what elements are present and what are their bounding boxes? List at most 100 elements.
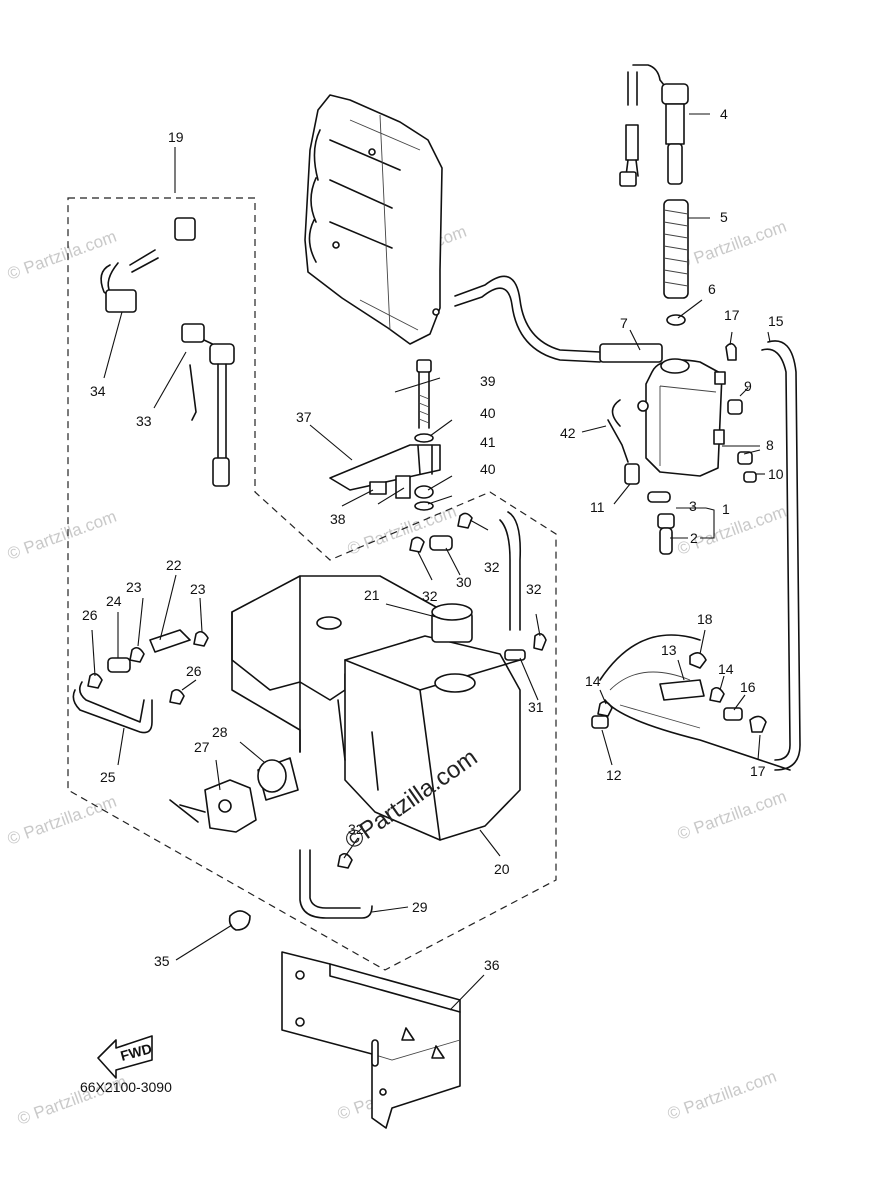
callout-10: 10 (768, 466, 784, 482)
lower-cowling (599, 634, 791, 771)
watermark: © Partzilla.com (675, 217, 789, 274)
watermark: © Partzilla.com (5, 507, 119, 564)
clip-35 (228, 910, 251, 931)
clip-32c (533, 632, 547, 651)
callout-40b: 40 (480, 461, 496, 477)
fitting-12 (591, 715, 609, 729)
callout-32c: 32 (526, 581, 542, 597)
hose-7 (454, 275, 663, 363)
screw-10 (743, 471, 757, 483)
callout-14a: 14 (585, 673, 601, 689)
washer-40a (414, 433, 434, 443)
callout-11: 11 (590, 499, 605, 515)
callout-23b: 23 (190, 581, 206, 597)
callout-15: 15 (768, 313, 784, 329)
watermark: © Partzilla.com (675, 787, 789, 844)
watermark: © Partzilla.com (5, 792, 119, 849)
callout-32d: 32 (348, 821, 364, 837)
callout-26a: 26 (82, 607, 98, 623)
callout-2: 2 (690, 530, 698, 546)
hose-25 (72, 681, 153, 734)
engine-cover (304, 94, 443, 345)
fuel-tank (231, 575, 521, 841)
hose-15 (761, 340, 801, 771)
level-gauge-assembly (619, 64, 689, 187)
callout-31: 31 (528, 699, 544, 715)
callout-28: 28 (212, 724, 228, 740)
callout-17b: 17 (750, 763, 766, 779)
callout-34: 34 (90, 383, 106, 399)
callout-4: 4 (720, 106, 728, 122)
callout-42: 42 (560, 425, 576, 441)
joint-24 (107, 657, 131, 673)
callout-35: 35 (154, 953, 170, 969)
fuel-knob (257, 757, 299, 801)
filter-bottom (647, 491, 675, 555)
clip-17-bottom (749, 715, 767, 733)
clip-14a (597, 700, 613, 717)
callout-20: 20 (494, 861, 510, 877)
fitting-8 (737, 451, 753, 465)
callout-26b: 26 (186, 663, 202, 679)
clip-17-top (725, 342, 737, 361)
part-code: 66X2100-3090 (80, 1079, 172, 1095)
group-19-boundary (67, 197, 557, 971)
fitting-16 (723, 707, 743, 721)
callout-29: 29 (412, 899, 428, 915)
watermark: © Partzilla.com (665, 1067, 779, 1124)
callout-41: 41 (480, 434, 496, 450)
callout-30: 30 (456, 574, 472, 590)
harness-34 (100, 217, 196, 313)
bolt-39 (416, 359, 432, 429)
callout-19: 19 (168, 129, 184, 145)
callout-21: 21 (364, 587, 380, 603)
callout-9: 9 (744, 378, 752, 394)
clip-23b (193, 630, 209, 647)
callout-16: 16 (740, 679, 756, 695)
hose-29 (299, 849, 373, 919)
callout-13: 13 (661, 642, 677, 658)
nut-41 (414, 485, 434, 499)
clip-32d (337, 852, 353, 869)
clip-32b (409, 536, 425, 553)
callout-40a: 40 (480, 405, 496, 421)
callout-32a: 32 (484, 559, 500, 575)
forward-direction-arrow: FWD (97, 1035, 154, 1079)
callout-1: 1 (722, 501, 730, 517)
reservoir-tank (607, 358, 726, 485)
hose-31 (499, 511, 526, 661)
hose-22 (149, 629, 191, 653)
filter-5 (663, 199, 689, 299)
callout-18: 18 (697, 611, 713, 627)
fitting-9 (727, 399, 743, 415)
callout-22: 22 (166, 557, 182, 573)
callout-14b: 14 (718, 661, 734, 677)
leader-lines (91, 113, 771, 1011)
clip-26b (169, 688, 185, 705)
fuel-pump (169, 779, 257, 833)
sensor-33 (181, 323, 235, 487)
callout-39: 39 (480, 373, 496, 389)
callout-27: 27 (194, 739, 210, 755)
forward-label: FWD (119, 1040, 154, 1064)
callout-labels: 1 2 3 4 5 6 7 8 9 10 11 12 13 14 14 15 1… (82, 106, 784, 973)
callout-36: 36 (484, 957, 500, 973)
clip-14b (709, 686, 725, 703)
clip-26a (87, 672, 103, 689)
callout-23a: 23 (126, 579, 142, 595)
callout-38: 38 (330, 511, 346, 527)
callout-3: 3 (689, 498, 697, 514)
callout-8: 8 (766, 437, 774, 453)
clip-23a (129, 646, 145, 663)
clip-32a (457, 512, 473, 529)
callout-37: 37 (296, 409, 312, 425)
callout-5: 5 (720, 209, 728, 225)
callout-32b: 32 (422, 588, 438, 604)
callout-33: 33 (136, 413, 152, 429)
bracket-37 (329, 444, 441, 499)
callout-6: 6 (708, 281, 716, 297)
callout-12: 12 (606, 767, 622, 783)
washer-6 (666, 314, 686, 326)
clip-18 (689, 652, 707, 669)
